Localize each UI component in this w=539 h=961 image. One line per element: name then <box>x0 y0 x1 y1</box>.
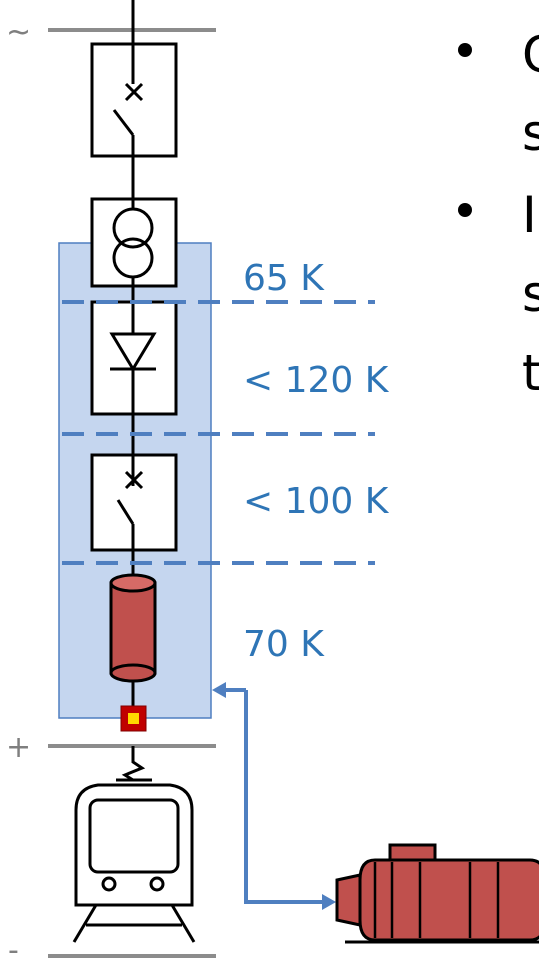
zone-temperature-label: 70 K <box>243 624 325 665</box>
transformer-icon <box>90 197 178 288</box>
pantograph-wire <box>121 746 146 782</box>
plus-symbol: + <box>6 730 31 765</box>
zone-temperature-label: < 120 K <box>243 360 390 401</box>
circuit-breaker-icon <box>90 42 178 158</box>
ac-symbol: ~ <box>6 15 31 50</box>
connector-icon <box>120 705 147 732</box>
coolant-loop-arrow <box>212 682 336 910</box>
bullet-dot <box>458 203 472 217</box>
cryocooler-tank-icon <box>335 843 539 944</box>
zone-temperature-label: < 100 K <box>243 481 390 522</box>
bullet-text: s <box>522 104 539 162</box>
minus-symbol: - <box>8 933 19 961</box>
bullet-text: C <box>522 26 539 84</box>
tram-icon <box>72 778 196 943</box>
bullet-dot <box>458 43 472 57</box>
bullet-text: s <box>522 265 539 323</box>
superconducting-cable-icon <box>109 573 157 683</box>
zone-temperature-label: 65 K <box>243 258 325 299</box>
diode-rectifier-icon <box>90 300 178 416</box>
bullet-text: I <box>522 186 537 244</box>
bullet-text: t <box>522 344 539 402</box>
switch-icon <box>90 453 178 552</box>
